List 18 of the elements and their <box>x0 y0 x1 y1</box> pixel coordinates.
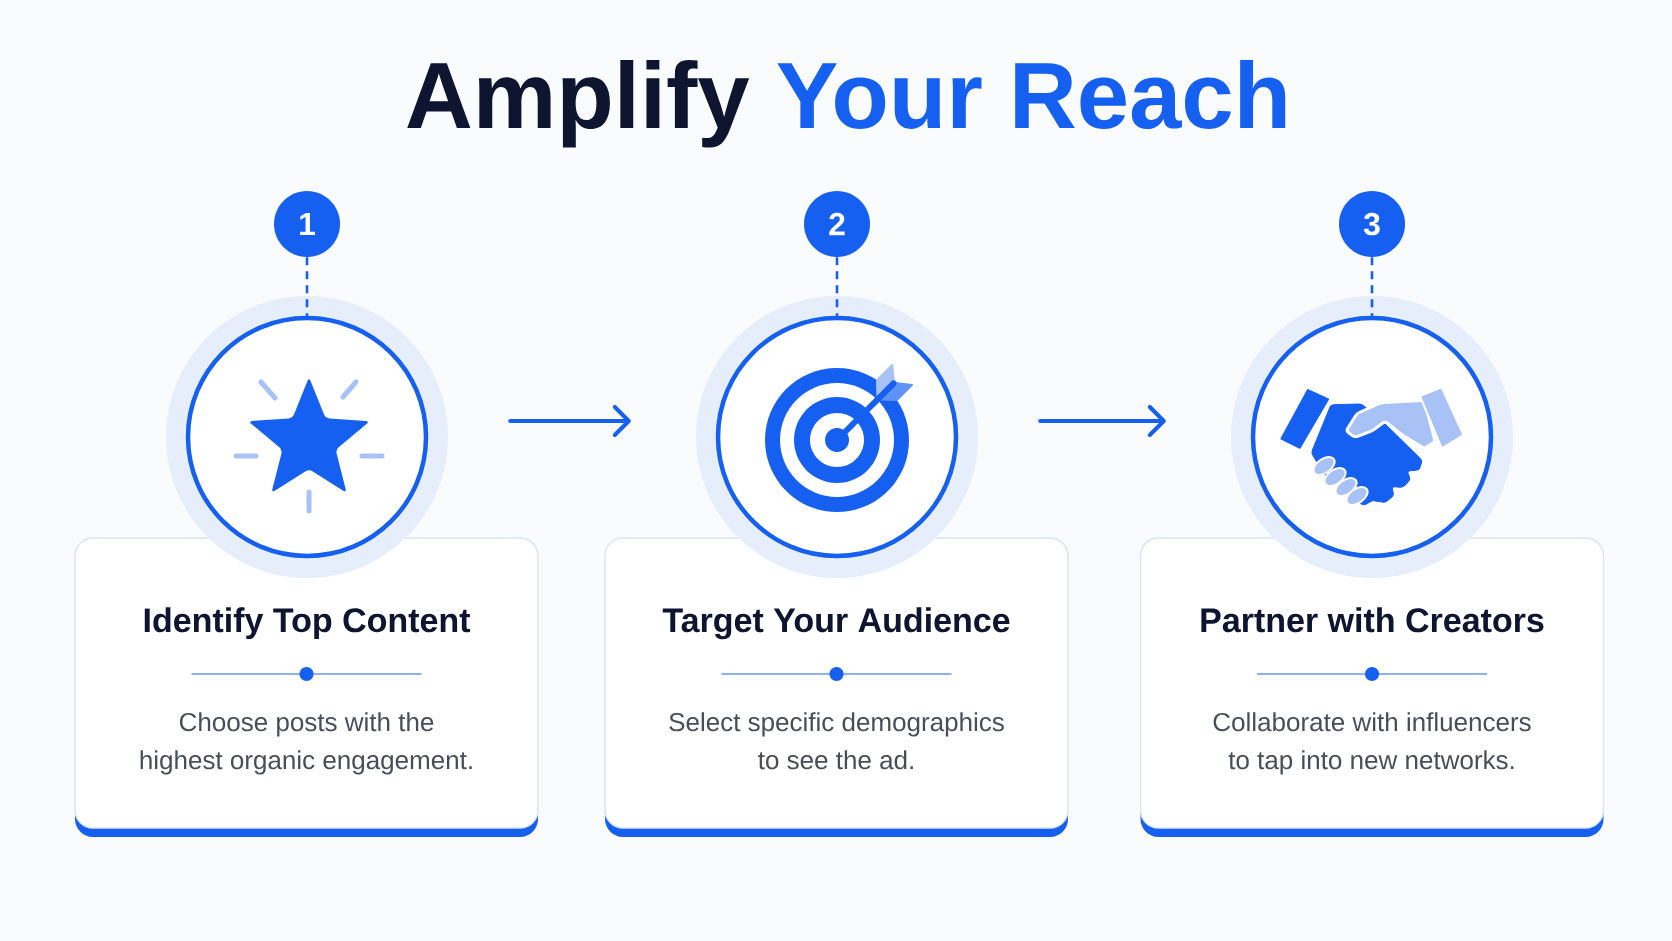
step-card <box>74 537 539 837</box>
title: Amplify Your Reach <box>407 59 1286 148</box>
card-text: Select specific demographics to see the ad. <box>669 712 1004 770</box>
number-badge: 3 <box>1339 191 1405 257</box>
dashed-line <box>305 257 309 318</box>
arrow <box>508 405 631 437</box>
step-card <box>604 537 1069 837</box>
card-text: Choose posts with the highest organic engagement. <box>140 712 472 775</box>
number-badge: 2 <box>804 191 870 257</box>
arrow <box>1038 405 1166 437</box>
number-badge: 1 <box>274 191 340 257</box>
step-card <box>1139 537 1605 837</box>
card-heading: Identify Top Content <box>144 607 471 640</box>
dashed-line <box>835 257 839 318</box>
card-heading: Partner with Creators <box>1201 607 1544 633</box>
card-heading: Target Your Audience <box>662 607 1010 640</box>
card-text: Collaborate with influencers to tap into new networks. <box>1213 712 1531 775</box>
dashed-line <box>1370 257 1374 318</box>
